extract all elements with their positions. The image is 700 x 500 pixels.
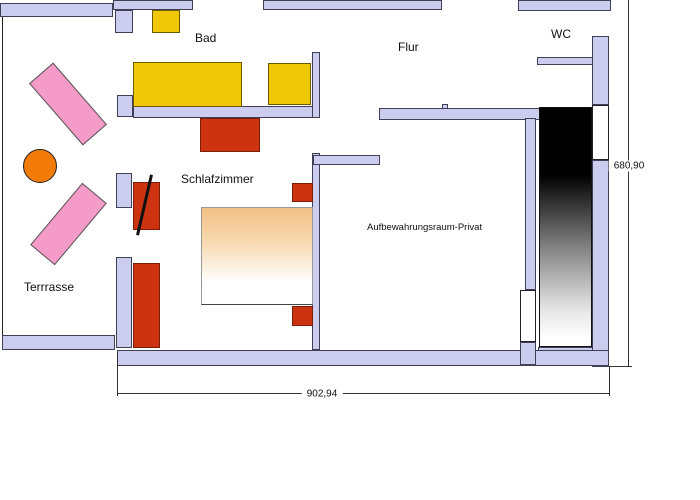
terrace-lounger-upper bbox=[29, 62, 107, 146]
bath-cabinet-small bbox=[152, 10, 180, 33]
bad-top-wall bbox=[113, 0, 193, 10]
terrace-bottom-wall bbox=[2, 335, 115, 350]
bed bbox=[201, 207, 313, 305]
storage-door-opening bbox=[520, 290, 536, 342]
dim-height-label: 680,90 bbox=[608, 160, 650, 172]
right-wall-lower bbox=[592, 160, 609, 367]
storage-top-wall bbox=[313, 155, 380, 165]
terrace-top-wall bbox=[0, 3, 113, 17]
right-wall-upper bbox=[592, 36, 609, 105]
storage-door-sill bbox=[520, 342, 536, 365]
bad-right-wall bbox=[312, 52, 320, 118]
wc-shelf-wall bbox=[537, 57, 593, 65]
wc-label: WC bbox=[551, 27, 571, 41]
bath-red-unit bbox=[200, 118, 260, 152]
bath-counter-right bbox=[268, 63, 311, 105]
left-wall-segment-1 bbox=[115, 10, 133, 33]
left-wall-segment-4 bbox=[116, 257, 132, 348]
wall-tick bbox=[442, 104, 448, 109]
dim-line-vertical bbox=[628, 0, 629, 366]
dim-tick-bottom bbox=[609, 366, 632, 367]
schlafzimmer-label: Schlafzimmer bbox=[181, 172, 254, 186]
storage-right-wall bbox=[525, 118, 536, 290]
nightstand-upper bbox=[292, 183, 313, 202]
red-unit-lower-left bbox=[133, 263, 160, 348]
terrace-left-wall bbox=[2, 17, 3, 335]
terrace-lounger-lower bbox=[30, 182, 107, 266]
dim-width-label: 902,94 bbox=[301, 388, 343, 400]
flur-storage-wall bbox=[379, 108, 540, 120]
storage-left-wall bbox=[312, 153, 320, 350]
aufbewahrung-label: Aufbewahrungsraum-Privat bbox=[367, 222, 483, 233]
bath-counter-left bbox=[133, 62, 242, 107]
bad-label: Bad bbox=[195, 31, 217, 45]
dim-tick-right bbox=[609, 367, 610, 396]
desk-red-unit bbox=[133, 182, 160, 230]
gradient-column bbox=[539, 107, 592, 347]
nightstand-lower bbox=[292, 306, 313, 326]
dim-line-horizontal bbox=[117, 393, 609, 394]
flur-top-wall bbox=[263, 0, 442, 10]
flur-label: Flur bbox=[398, 40, 419, 54]
terrace-table bbox=[23, 149, 57, 183]
right-window-opening bbox=[592, 105, 609, 160]
left-wall-segment-3 bbox=[116, 173, 132, 208]
terrasse-label: Terrrasse bbox=[24, 280, 75, 294]
bad-bottom-wall bbox=[133, 106, 320, 118]
wc-top-wall bbox=[518, 0, 611, 11]
left-wall-segment-2 bbox=[117, 95, 133, 117]
dim-tick-left bbox=[117, 352, 118, 396]
